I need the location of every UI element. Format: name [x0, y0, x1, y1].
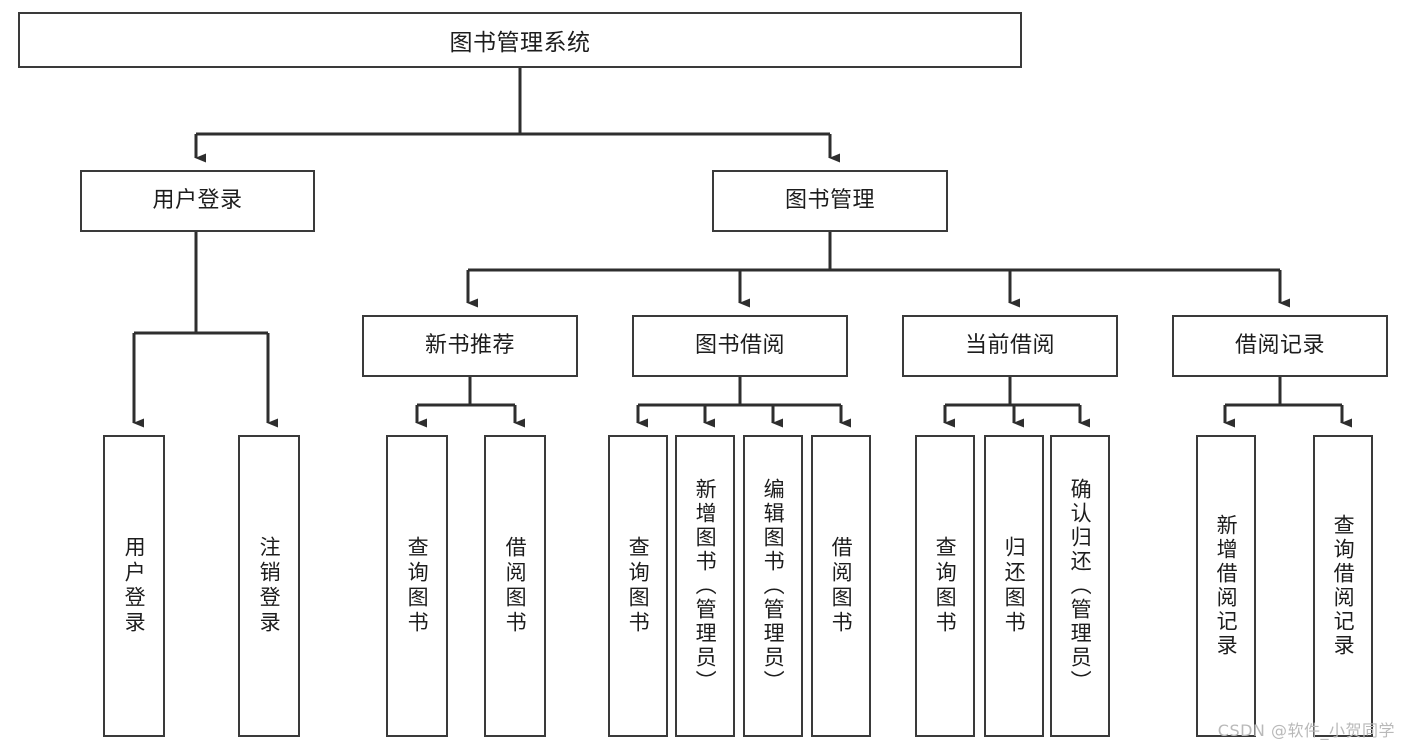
- leaf-book-borrow-add[interactable]: 新增图书（管理员）: [675, 435, 735, 737]
- leaf-new-book-borrow[interactable]: 借阅图书: [484, 435, 546, 737]
- leaf-current-borrow-query[interactable]: 查询图书: [915, 435, 975, 737]
- leaf-label: 新增借阅记录: [1214, 514, 1239, 658]
- node-root-label: 图书管理系统: [449, 30, 591, 56]
- leaf-label: 查询图书: [405, 536, 430, 636]
- node-book-management-label: 图书管理: [784, 187, 875, 213]
- leaf-label: 查询图书: [626, 536, 651, 636]
- node-new-book-recommend[interactable]: 新书推荐: [362, 315, 578, 377]
- node-new-book-recommend-label: 新书推荐: [424, 332, 515, 358]
- node-user-login[interactable]: 用户登录: [80, 170, 315, 232]
- leaf-borrow-record-add[interactable]: 新增借阅记录: [1196, 435, 1256, 737]
- leaf-label: 借阅图书: [503, 536, 528, 636]
- node-book-borrow-label: 图书借阅: [694, 332, 785, 358]
- leaf-current-borrow-confirm-return[interactable]: 确认归还（管理员）: [1050, 435, 1110, 737]
- leaf-user-login-login[interactable]: 用户登录: [103, 435, 165, 737]
- leaf-label: 借阅图书: [829, 536, 854, 636]
- leaf-label: 新增图书（管理员）: [693, 478, 718, 694]
- leaf-borrow-record-query[interactable]: 查询借阅记录: [1313, 435, 1373, 737]
- leaf-label: 用户登录: [122, 536, 147, 636]
- leaf-label: 确认归还（管理员）: [1068, 478, 1093, 694]
- leaf-user-login-logout[interactable]: 注销登录: [238, 435, 300, 737]
- leaf-label: 查询借阅记录: [1331, 514, 1356, 658]
- node-book-borrow[interactable]: 图书借阅: [632, 315, 848, 377]
- leaf-book-borrow-query[interactable]: 查询图书: [608, 435, 668, 737]
- leaf-current-borrow-return[interactable]: 归还图书: [984, 435, 1044, 737]
- leaf-book-borrow-borrow[interactable]: 借阅图书: [811, 435, 871, 737]
- leaf-label: 归还图书: [1002, 536, 1027, 636]
- node-current-borrow-label: 当前借阅: [964, 332, 1055, 358]
- node-current-borrow[interactable]: 当前借阅: [902, 315, 1118, 377]
- leaf-book-borrow-edit[interactable]: 编辑图书（管理员）: [743, 435, 803, 737]
- node-root[interactable]: 图书管理系统: [18, 12, 1022, 68]
- node-borrow-record-label: 借阅记录: [1234, 332, 1325, 358]
- node-borrow-record[interactable]: 借阅记录: [1172, 315, 1388, 377]
- leaf-label: 编辑图书（管理员）: [761, 478, 786, 694]
- watermark: CSDN @软件_小贺同学: [1217, 721, 1395, 740]
- node-book-management[interactable]: 图书管理: [712, 170, 948, 232]
- leaf-label: 注销登录: [257, 536, 282, 636]
- leaf-label: 查询图书: [933, 536, 958, 636]
- leaf-new-book-query[interactable]: 查询图书: [386, 435, 448, 737]
- node-user-login-label: 用户登录: [152, 187, 243, 213]
